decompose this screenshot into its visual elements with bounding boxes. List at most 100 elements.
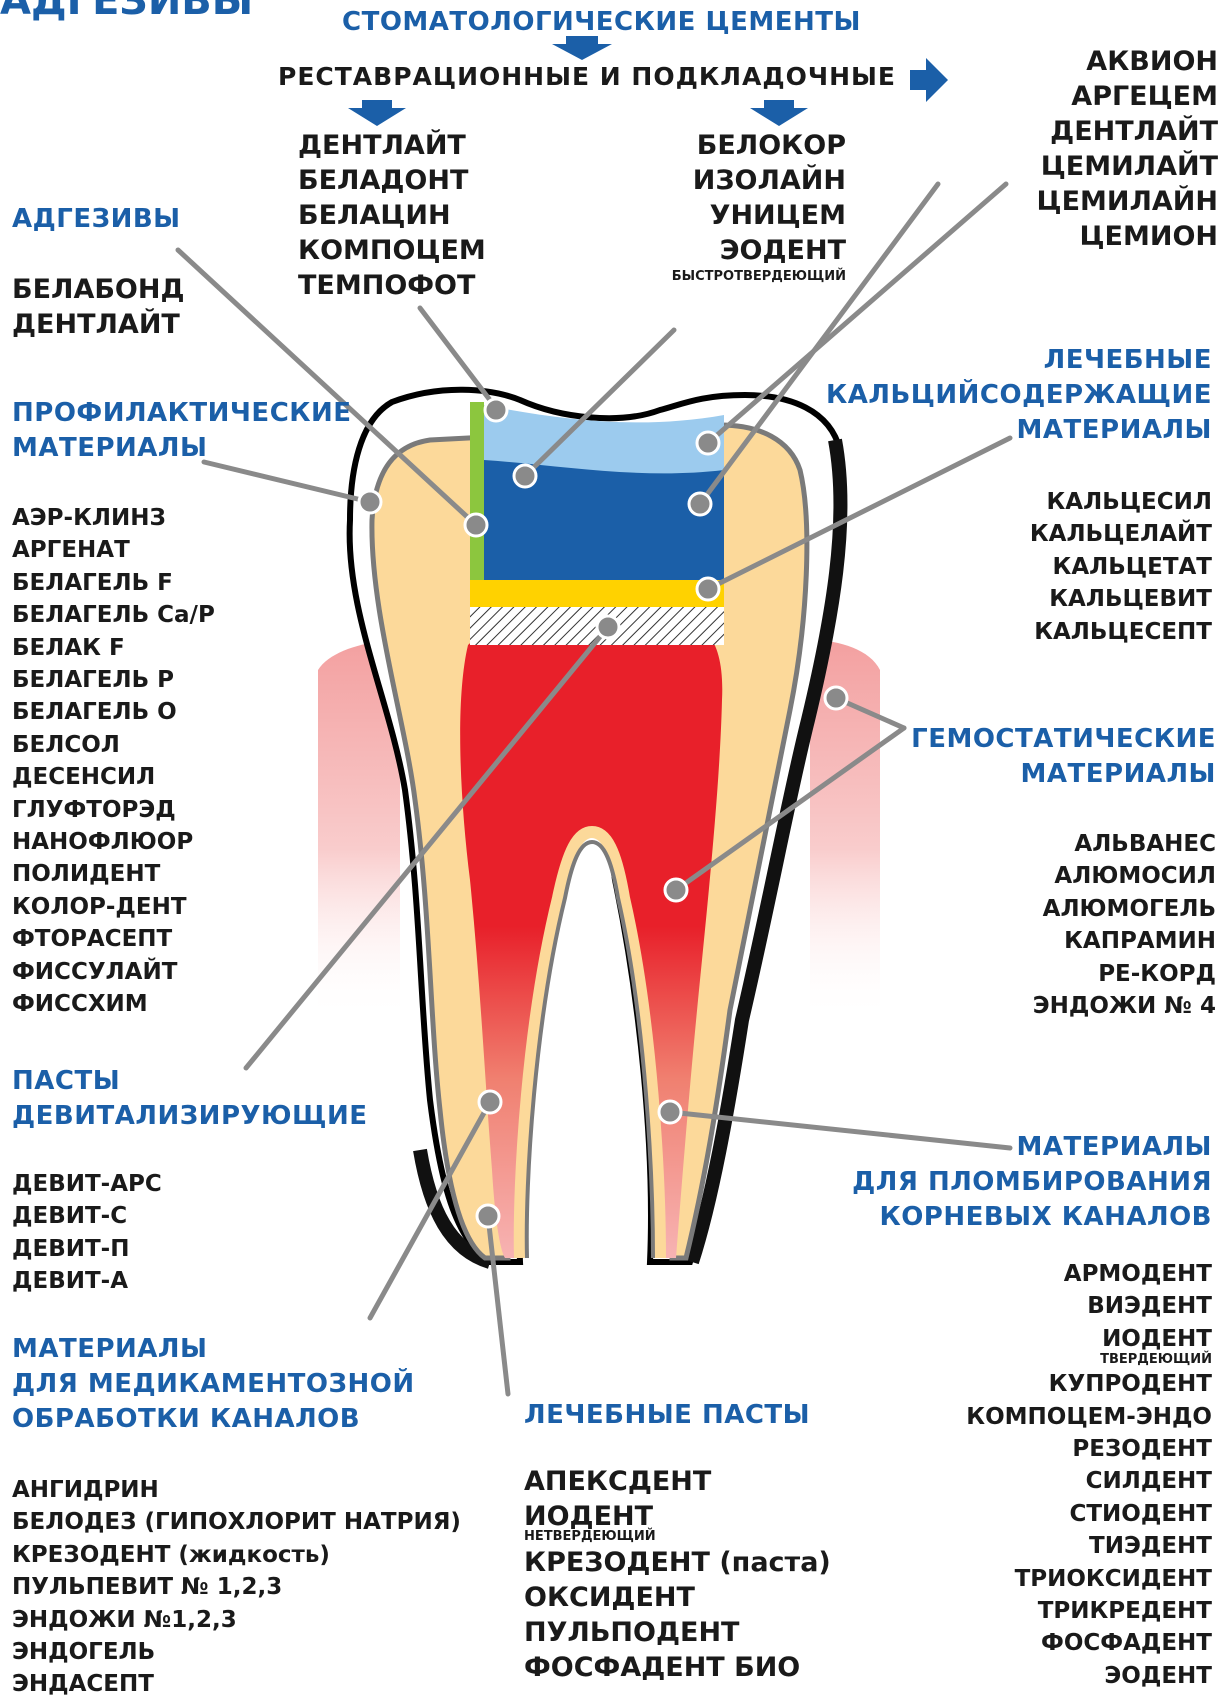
arrow-down-left — [348, 100, 406, 126]
title-line: ПРОФИЛАКТИЧЕСКИЕ — [12, 396, 352, 431]
prophylactic-title: ПРОФИЛАКТИЧЕСКИЕ МАТЕРИАЛЫ — [12, 396, 352, 466]
list-item: ДЕНТЛАЙТ — [12, 307, 185, 342]
list-item: БЕЛАЦИН — [298, 198, 486, 233]
list-item: АРГЕЦЕМ — [958, 79, 1218, 114]
title-line: ДЛЯ МЕДИКАМЕНТОЗНОЙ — [12, 1367, 415, 1402]
list-item: СТИОДЕНТ — [912, 1498, 1212, 1530]
list-item: КОМПОЦЕМ — [298, 233, 486, 268]
list-item: КАЛЬЦЕВИТ — [952, 583, 1212, 615]
cements-left-list: ДЕНТЛАЙТ БЕЛАДОНТ БЕЛАЦИН КОМПОЦЕМ ТЕМПО… — [298, 128, 486, 303]
hemostatic-title: ГЕМОСТАТИЧЕСКИЕ МАТЕРИАЛЫ — [876, 722, 1216, 792]
arrow-down-middle — [750, 100, 808, 126]
title-line: МАТЕРИАЛЫ — [12, 1332, 415, 1367]
list-item: БЕЛАГЕЛЬ Р — [12, 664, 215, 696]
title-line: МАТЕРИАЛЫ — [812, 1130, 1212, 1165]
list-item: ЭОДЕНТ — [606, 233, 846, 268]
list-item: КАЛЬЦЕСИЛ — [952, 486, 1212, 518]
list-item: АЛЮМОСИЛ — [956, 860, 1216, 892]
list-item: ДЕВИТ-П — [12, 1233, 162, 1265]
hemostatic-list: АЛЬВАНЕС АЛЮМОСИЛ АЛЮМОГЕЛЬ КАПРАМИН РЕ-… — [956, 828, 1216, 1022]
adhesive-strip — [470, 402, 484, 580]
adhesives-title: АДГЕЗИВЫ — [12, 202, 181, 237]
list-item: АЛЬВАНЕС — [956, 828, 1216, 860]
list-item: ВИЭДЕНТ — [912, 1290, 1212, 1322]
list-item: БЕЛСОЛ — [12, 729, 215, 761]
title-line: ОБРАБОТКИ КАНАЛОВ — [12, 1402, 415, 1437]
cements-middle-list: БЕЛОКОР ИЗОЛАЙН УНИЦЕМ ЭОДЕНТ БЫСТРОТВЕР… — [606, 128, 846, 285]
list-item: СИЛДЕНТ — [912, 1465, 1212, 1497]
list-item: ЦЕМИЛАЙТ — [958, 149, 1218, 184]
root-filling-list: АРМОДЕНТ ВИЭДЕНТ ИОДЕНТ ТВЕРДЕЮЩИЙ КУПРО… — [912, 1258, 1212, 1692]
prophylactic-list: АЭР-КЛИНЗ АРГЕНАТ БЕЛАГЕЛЬ F БЕЛАГЕЛЬ Ca… — [12, 502, 215, 1021]
list-item: ТЕМПОФОТ — [298, 268, 486, 303]
list-item: БЕЛОДЕЗ (ГИПОХЛОРИТ НАТРИЯ) — [12, 1506, 461, 1538]
medicamentous-list: АНГИДРИН БЕЛОДЕЗ (ГИПОХЛОРИТ НАТРИЯ) КРЕ… — [12, 1474, 461, 1701]
arrow-right-subtitle — [910, 58, 948, 102]
list-item: КАЛЬЦЕЛАЙТ — [952, 518, 1212, 550]
cements-title: СТОМАТОЛОГИЧЕСКИЕ ЦЕМЕНТЫ — [342, 5, 861, 40]
list-item: БЕЛОКОР — [606, 128, 846, 163]
list-item: ИЗОЛАЙН — [606, 163, 846, 198]
list-item: АПЕКСДЕНТ — [524, 1464, 831, 1499]
title-line: ЛЕЧЕБНЫЕ — [792, 343, 1212, 378]
title-line: МАТЕРИАЛЫ — [12, 431, 352, 466]
list-item: КРЕЗОДЕНТ (жидкость) — [12, 1539, 461, 1571]
list-item: ЭНДОЖИ № 4 — [956, 990, 1216, 1022]
calcium-list: КАЛЬЦЕСИЛ КАЛЬЦЕЛАЙТ КАЛЬЦЕТАТ КАЛЬЦЕВИТ… — [952, 486, 1212, 648]
liner-layer — [470, 580, 724, 607]
list-item: БЕЛАДОНТ — [298, 163, 486, 198]
list-item: ФОСФАДЕНТ — [912, 1627, 1212, 1659]
list-item: ЭНДОГЕЛЬ — [12, 1636, 461, 1668]
medicamentous-title: МАТЕРИАЛЫ ДЛЯ МЕДИКАМЕНТОЗНОЙ ОБРАБОТКИ … — [12, 1332, 415, 1437]
list-item: БЕЛАГЕЛЬ F — [12, 567, 215, 599]
title-line: ГЕМОСТАТИЧЕСКИЕ — [876, 722, 1216, 757]
cements-subtitle: РЕСТАВРАЦИОННЫЕ И ПОДКЛАДОЧНЫЕ — [278, 62, 896, 91]
list-item: АРГЕНАТ — [12, 534, 215, 566]
devitalizing-list: ДЕВИТ-АРС ДЕВИТ-С ДЕВИТ-П ДЕВИТ-А — [12, 1168, 162, 1298]
list-item: БЕЛАГЕЛЬ О — [12, 696, 215, 728]
list-item: КОЛОР-ДЕНТ — [12, 891, 215, 923]
calcium-title: ЛЕЧЕБНЫЕ КАЛЬЦИЙСОДЕРЖАЩИЕ МАТЕРИАЛЫ — [792, 343, 1212, 448]
list-item: ТИЭДЕНТ — [912, 1530, 1212, 1562]
list-item-note: ТВЕРДЕЮЩИЙ — [912, 1351, 1212, 1368]
list-item: ФТОРАСЕПТ — [12, 923, 215, 955]
list-item: ЦЕМИОН — [958, 219, 1218, 254]
title-line: ПАСТЫ — [12, 1064, 368, 1099]
title-line: ДЕВИТАЛИЗИРУЮЩИЕ — [12, 1099, 368, 1134]
list-item: БЕЛАК F — [12, 632, 215, 664]
list-item: ПУЛЬПОДЕНТ — [524, 1615, 831, 1650]
list-item-note: БЫСТРОТВЕРДЕЮЩИЙ — [606, 268, 846, 285]
list-item: КАПРАМИН — [956, 925, 1216, 957]
list-item: АНГИДРИН — [12, 1474, 461, 1506]
list-item: ДЕСЕНСИЛ — [12, 761, 215, 793]
title-line: КОРНЕВЫХ КАНАЛОВ — [812, 1200, 1212, 1235]
list-item: ДЕНТЛАЙТ — [958, 114, 1218, 149]
title-line: МАТЕРИАЛЫ — [876, 757, 1216, 792]
list-item: ФОСФАДЕНТ БИО — [524, 1650, 831, 1685]
title-line: МАТЕРИАЛЫ — [792, 413, 1212, 448]
title-line: КАЛЬЦИЙСОДЕРЖАЩИЕ — [792, 378, 1212, 413]
root-filling-title: МАТЕРИАЛЫ ДЛЯ ПЛОМБИРОВАНИЯ КОРНЕВЫХ КАН… — [812, 1130, 1212, 1235]
list-item: ЦЕМИЛАЙН — [958, 184, 1218, 219]
list-item: КОМПОЦЕМ-ЭНДО — [912, 1401, 1212, 1433]
list-item: ДЕВИТ-АРС — [12, 1168, 162, 1200]
list-item: ФИССУЛАЙТ — [12, 956, 215, 988]
list-item: АЭР-КЛИНЗ — [12, 502, 215, 534]
list-item: ГЛУФТОРЭД — [12, 794, 215, 826]
list-item: ОКСИДЕНТ — [524, 1580, 831, 1615]
list-item: АКВИОН — [958, 44, 1218, 79]
list-item: ФИССХИМ — [12, 988, 215, 1020]
pulp — [460, 620, 722, 1258]
list-item: ТРИКРЕДЕНТ — [912, 1595, 1212, 1627]
list-item-note: НЕТВЕРДЕЮЩИЙ — [524, 1528, 831, 1545]
list-item: БЕЛАБОНД — [12, 272, 185, 307]
list-item: РЕЗОДЕНТ — [912, 1433, 1212, 1465]
list-item: ЭНДОЖИ №1,2,3 — [12, 1604, 461, 1636]
list-item: ПОЛИДЕНТ — [12, 858, 215, 890]
list-item: БЕЛАГЕЛЬ Ca/P — [12, 599, 215, 631]
list-item: ПУЛЬПЕВИТ № 1,2,3 — [12, 1571, 461, 1603]
list-item: ДЕВИТ-А — [12, 1265, 162, 1297]
list-item: ЭОДЕНТ — [912, 1660, 1212, 1692]
title-line: ДЛЯ ПЛОМБИРОВАНИЯ — [812, 1165, 1212, 1200]
list-item: ТРИОКСИДЕНТ — [912, 1563, 1212, 1595]
